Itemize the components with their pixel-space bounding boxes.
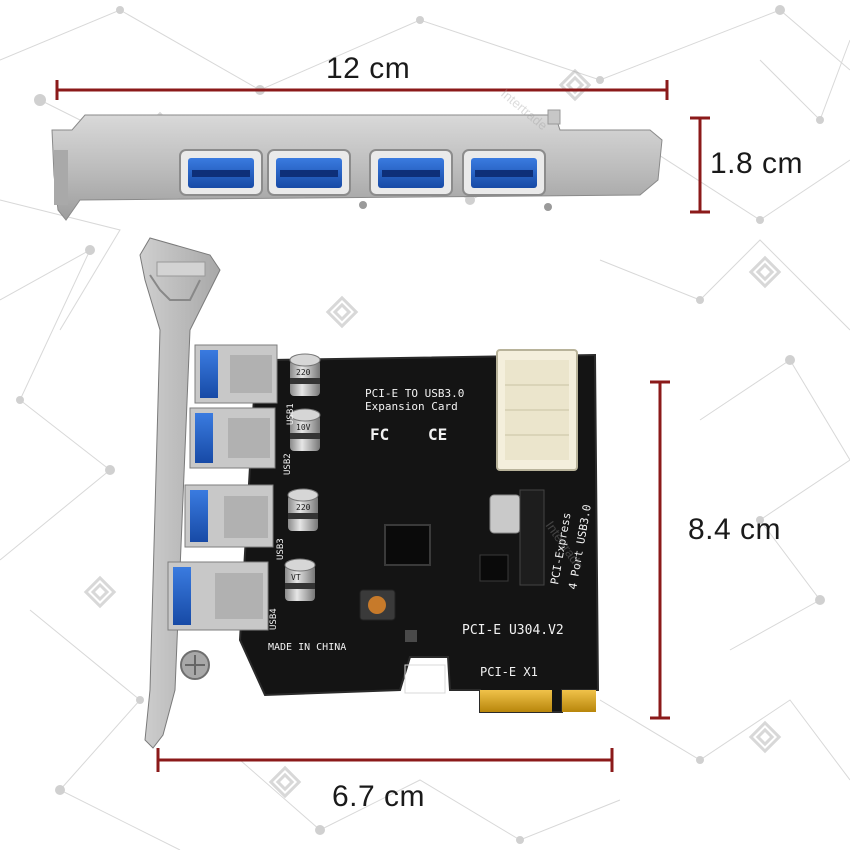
port-label-usb2: USB2 [283, 453, 293, 475]
pcb-made-in: MADE IN CHINA [268, 642, 346, 653]
background-network-nodes [16, 5, 825, 844]
bracket-front-view [51, 109, 663, 221]
cap-mark: 220 [296, 503, 311, 512]
pcb-title-line2: Expansion Card [365, 400, 458, 413]
pcb-title-line1: PCI-E TO USB3.0 [365, 387, 464, 400]
cap-mark: VT [291, 573, 301, 582]
port-label-usb4: USB4 [269, 608, 279, 630]
usb-port [179, 149, 263, 196]
usb-port [369, 149, 453, 196]
cap-mark: 10V [296, 423, 311, 432]
bracket-width-label: 12 cm [326, 52, 411, 85]
port-label-usb3: USB3 [276, 538, 286, 560]
bracket-height-label: 1.8 cm [710, 147, 804, 180]
port-label-usb1: USB1 [286, 403, 296, 425]
capacitors [284, 353, 321, 601]
usb-port [267, 149, 351, 196]
card-height-label: 8.4 cm [688, 513, 782, 546]
ce-mark: CE [428, 425, 447, 444]
pcb-slot-label: PCI-E X1 [480, 665, 538, 679]
cap-mark: 220 [296, 368, 311, 377]
gold-edge-connector [480, 690, 596, 712]
fcc-mark: FC [370, 425, 389, 444]
card-width-label: 6.7 cm [332, 780, 426, 813]
pcb-model: PCI-E U304.V2 [462, 623, 564, 638]
dimension-lines [55, 80, 710, 772]
usb-port [462, 149, 546, 196]
card-usb-ports [167, 344, 278, 680]
pcb-components [359, 489, 545, 694]
power-connector [496, 349, 578, 471]
pcie-card: PCI-E TO USB3.0 Expansion Card FC CE PCI… [139, 237, 600, 749]
